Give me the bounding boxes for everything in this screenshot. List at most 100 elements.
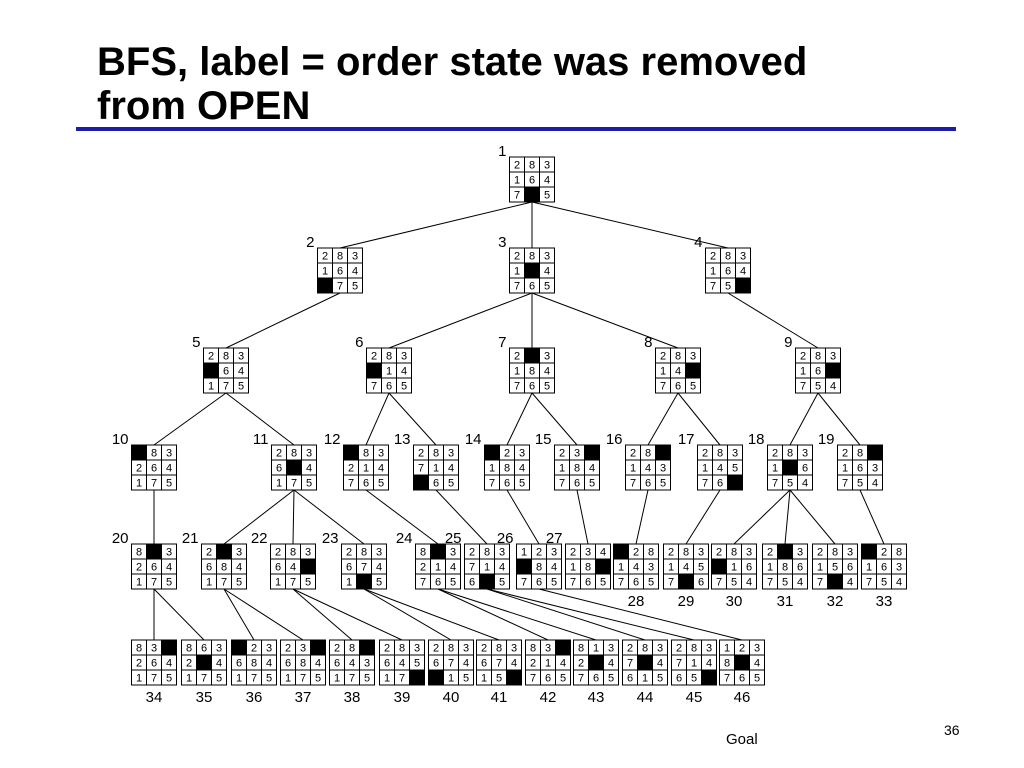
- tree-edge: [363, 588, 452, 641]
- tile-number: 3: [830, 351, 836, 363]
- tile-number: 1: [136, 577, 142, 589]
- tile-number: 8: [896, 547, 902, 559]
- tree-edge: [685, 489, 721, 545]
- tile-number: 6: [151, 463, 157, 475]
- tile-number: 8: [529, 366, 535, 378]
- puzzle-tile: [359, 669, 375, 686]
- tile-number: 5: [544, 281, 550, 293]
- puzzle-tile: [445, 573, 461, 590]
- tile-number: 2: [504, 448, 510, 460]
- tile-number: 2: [384, 643, 390, 655]
- blank-tile: [727, 474, 743, 491]
- tile-number: 6: [529, 175, 535, 187]
- tree-edge: [538, 588, 743, 641]
- tile-number: 1: [484, 562, 490, 574]
- puzzle-tile: [300, 573, 316, 590]
- tile-number: 4: [236, 562, 242, 574]
- tree-edge: [635, 489, 649, 545]
- tile-number: 7: [349, 673, 355, 685]
- blank-tile: [428, 669, 444, 686]
- tile-number: 5: [657, 673, 663, 685]
- tile-number: 5: [544, 190, 550, 202]
- tile-number: 7: [668, 577, 674, 589]
- tile-number: 8: [529, 160, 535, 172]
- tile-number: 6: [435, 577, 441, 589]
- tile-number: 6: [201, 643, 207, 655]
- node-order-label: 46: [734, 689, 751, 706]
- puzzle-tile: [514, 474, 530, 491]
- node-order-label: 21: [182, 530, 199, 547]
- tile-number: 8: [725, 251, 731, 263]
- tile-number: 5: [832, 562, 838, 574]
- puzzle-tile: [797, 474, 813, 491]
- tile-number: 5: [166, 478, 172, 490]
- blank-tile: [711, 558, 727, 575]
- tile-number: 7: [291, 478, 297, 490]
- tile-number: 5: [266, 673, 272, 685]
- tile-number: 1: [384, 673, 390, 685]
- tile-number: 3: [847, 547, 853, 559]
- page-number: 36: [944, 722, 960, 738]
- puzzle-tile: [539, 377, 555, 394]
- tile-number: 4: [645, 463, 651, 475]
- tree-edge: [292, 588, 403, 641]
- tile-number: 6: [334, 658, 340, 670]
- tile-number: 3: [551, 547, 557, 559]
- tile-number: 6: [593, 673, 599, 685]
- tile-number: 7: [418, 463, 424, 475]
- blank-tile: [484, 444, 500, 461]
- tile-number: 4: [463, 658, 469, 670]
- blank-tile: [735, 277, 751, 294]
- blank-tile: [588, 654, 604, 671]
- tile-number: 3: [306, 448, 312, 460]
- puzzle-tile: [842, 573, 858, 590]
- blank-tile: [203, 362, 219, 379]
- puzzle-tile: [825, 377, 841, 394]
- tile-number: 4: [448, 463, 454, 475]
- tile-number: 8: [300, 658, 306, 670]
- puzzle-tile: [373, 474, 389, 491]
- tile-number: 1: [710, 266, 716, 278]
- tree-edge: [486, 588, 646, 641]
- tile-number: 2: [630, 448, 636, 460]
- tile-number: 7: [817, 577, 823, 589]
- tile-number: 3: [376, 547, 382, 559]
- tile-number: 2: [668, 547, 674, 559]
- tile-number: 1: [842, 463, 848, 475]
- tile-number: 4: [754, 658, 760, 670]
- node-order-label: 5: [192, 334, 200, 351]
- puzzle-tile: [539, 186, 555, 203]
- tile-number: 2: [251, 643, 257, 655]
- tile-number: 6: [725, 266, 731, 278]
- tile-number: 2: [739, 643, 745, 655]
- tile-number: 5: [236, 577, 242, 589]
- tile-number: 8: [731, 547, 737, 559]
- tile-number: 8: [691, 643, 697, 655]
- tile-number: 4: [633, 562, 639, 574]
- node-order-label: 20: [112, 530, 129, 547]
- tile-number: 1: [386, 366, 392, 378]
- tile-number: 6: [481, 658, 487, 670]
- blank-tile: [637, 654, 653, 671]
- blank-tile: [216, 543, 232, 560]
- tile-number: 3: [872, 463, 878, 475]
- tile-number: 7: [151, 673, 157, 685]
- tile-number: 2: [136, 658, 142, 670]
- tile-number: 5: [238, 381, 244, 393]
- tile-number: 6: [802, 463, 808, 475]
- tile-number: 4: [378, 463, 384, 475]
- tree-edge: [727, 292, 819, 349]
- tile-number: 3: [690, 351, 696, 363]
- tile-number: 3: [802, 448, 808, 460]
- node-order-label: 30: [726, 593, 743, 610]
- tile-number: 6: [504, 478, 510, 490]
- tree-edge: [531, 201, 729, 249]
- tile-number: 8: [151, 448, 157, 460]
- tile-number: 8: [290, 547, 296, 559]
- tile-number: 2: [559, 448, 565, 460]
- tile-number: 1: [817, 562, 823, 574]
